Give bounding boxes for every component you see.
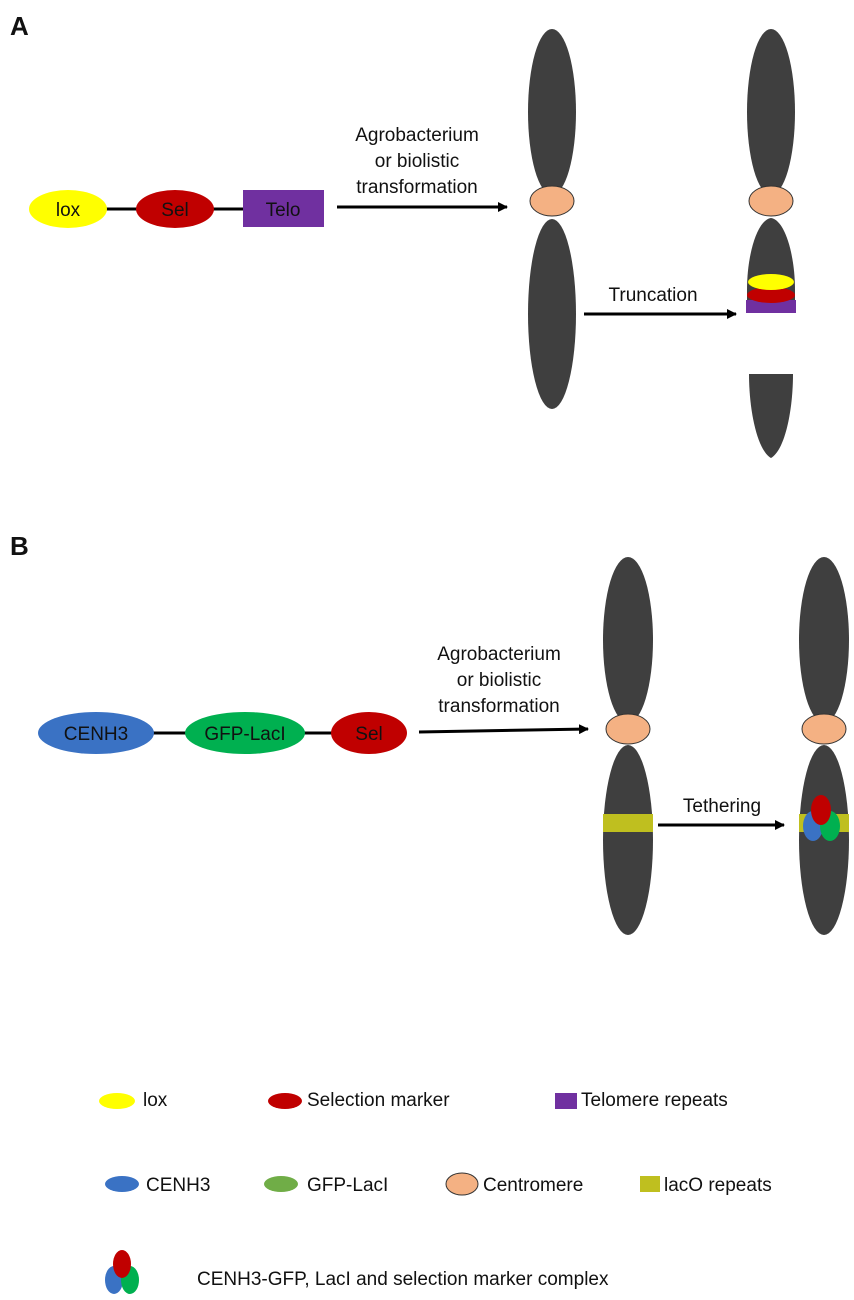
chromosome-a2-upper-arm (747, 29, 795, 195)
centromere-b1 (605, 713, 651, 745)
laco-repeats-b1 (603, 814, 653, 832)
chromosome-b1 (603, 557, 653, 935)
chromosome-b2-upper-arm (799, 557, 849, 723)
gfp-laci-element (185, 712, 305, 754)
chromosome-a1 (528, 29, 576, 409)
panel-b: B CENH3 GFP-LacI Sel Agrobacterium or bi… (10, 531, 849, 935)
sel-element-a (136, 190, 214, 228)
step1-b-line3: transformation (438, 696, 559, 717)
lox-inserted (748, 274, 794, 290)
legend-lox-label: lox (143, 1090, 168, 1111)
selection-marker-inserted (747, 287, 795, 303)
cenh3-label: CENH3 (64, 724, 128, 745)
telo-element (243, 190, 324, 227)
legend-lox-swatch (99, 1093, 135, 1109)
centromere-a2 (748, 185, 794, 217)
construct-b: CENH3 GFP-LacI Sel (38, 712, 407, 754)
sel-label-a: Sel (161, 200, 188, 221)
chromosome-a2-lost-fragment (749, 374, 793, 458)
cenh3-element (38, 712, 154, 754)
legend-telomere-label: Telomere repeats (581, 1090, 728, 1111)
panel-b-label: B (10, 531, 29, 561)
step1-a-line3: transformation (356, 177, 477, 198)
step1-b-line2: or biolistic (457, 670, 541, 691)
construct-a: lox Sel Telo (29, 190, 324, 228)
legend-selection-marker-swatch (268, 1093, 302, 1109)
legend: lox Selection marker Telomere repeats CE… (99, 1090, 772, 1294)
legend-centromere-swatch (445, 1172, 479, 1196)
sel-label-b: Sel (355, 724, 382, 745)
sel-element-b (331, 712, 407, 754)
lox-label: lox (56, 200, 81, 221)
legend-complex-swatch (105, 1250, 139, 1294)
step1-a-line2: or biolistic (375, 151, 459, 172)
step2-b-label: Tethering (683, 796, 761, 817)
centromere-a1 (529, 185, 575, 217)
legend-complex-label: CENH3-GFP, LacI and selection marker com… (197, 1269, 609, 1290)
lox-element (29, 190, 107, 228)
chromosome-a1-upper-arm (528, 29, 576, 195)
legend-cenh3-label: CENH3 (146, 1175, 210, 1196)
step1-a-line1: Agrobacterium (355, 125, 479, 146)
step1-b-line1: Agrobacterium (437, 644, 561, 665)
chromosome-b1-upper-arm (603, 557, 653, 723)
legend-laco-swatch (640, 1176, 660, 1192)
panel-a: A lox Sel Telo Agrobacterium or biolisti… (10, 11, 796, 458)
chromosome-b2 (799, 557, 849, 935)
telo-label: Telo (266, 200, 301, 221)
legend-selection-marker-label: Selection marker (307, 1090, 450, 1111)
legend-gfp-laci-label: GFP-LacI (307, 1175, 388, 1196)
chromosome-b1-lower-arm (603, 745, 653, 935)
step1-b-arrow (418, 724, 589, 735)
legend-telomere-swatch (555, 1093, 577, 1109)
tethered-selection-marker (811, 795, 831, 825)
chromosome-a2 (746, 29, 796, 458)
step2-a-label: Truncation (608, 285, 697, 306)
legend-cenh3-swatch (105, 1176, 139, 1192)
chromosome-b2-lower-arm (799, 745, 849, 935)
gfp-laci-label: GFP-LacI (204, 724, 285, 745)
chromosome-a1-lower-arm (528, 219, 576, 409)
telomere-repeats-inserted (746, 300, 796, 313)
legend-gfp-laci-swatch (264, 1176, 298, 1192)
centromere-b2 (801, 713, 847, 745)
panel-a-label: A (10, 11, 29, 41)
tethered-complex (803, 795, 840, 841)
legend-complex-selection-marker (113, 1250, 131, 1278)
legend-centromere-label: Centromere (483, 1175, 583, 1196)
legend-laco-label: lacO repeats (664, 1175, 772, 1196)
